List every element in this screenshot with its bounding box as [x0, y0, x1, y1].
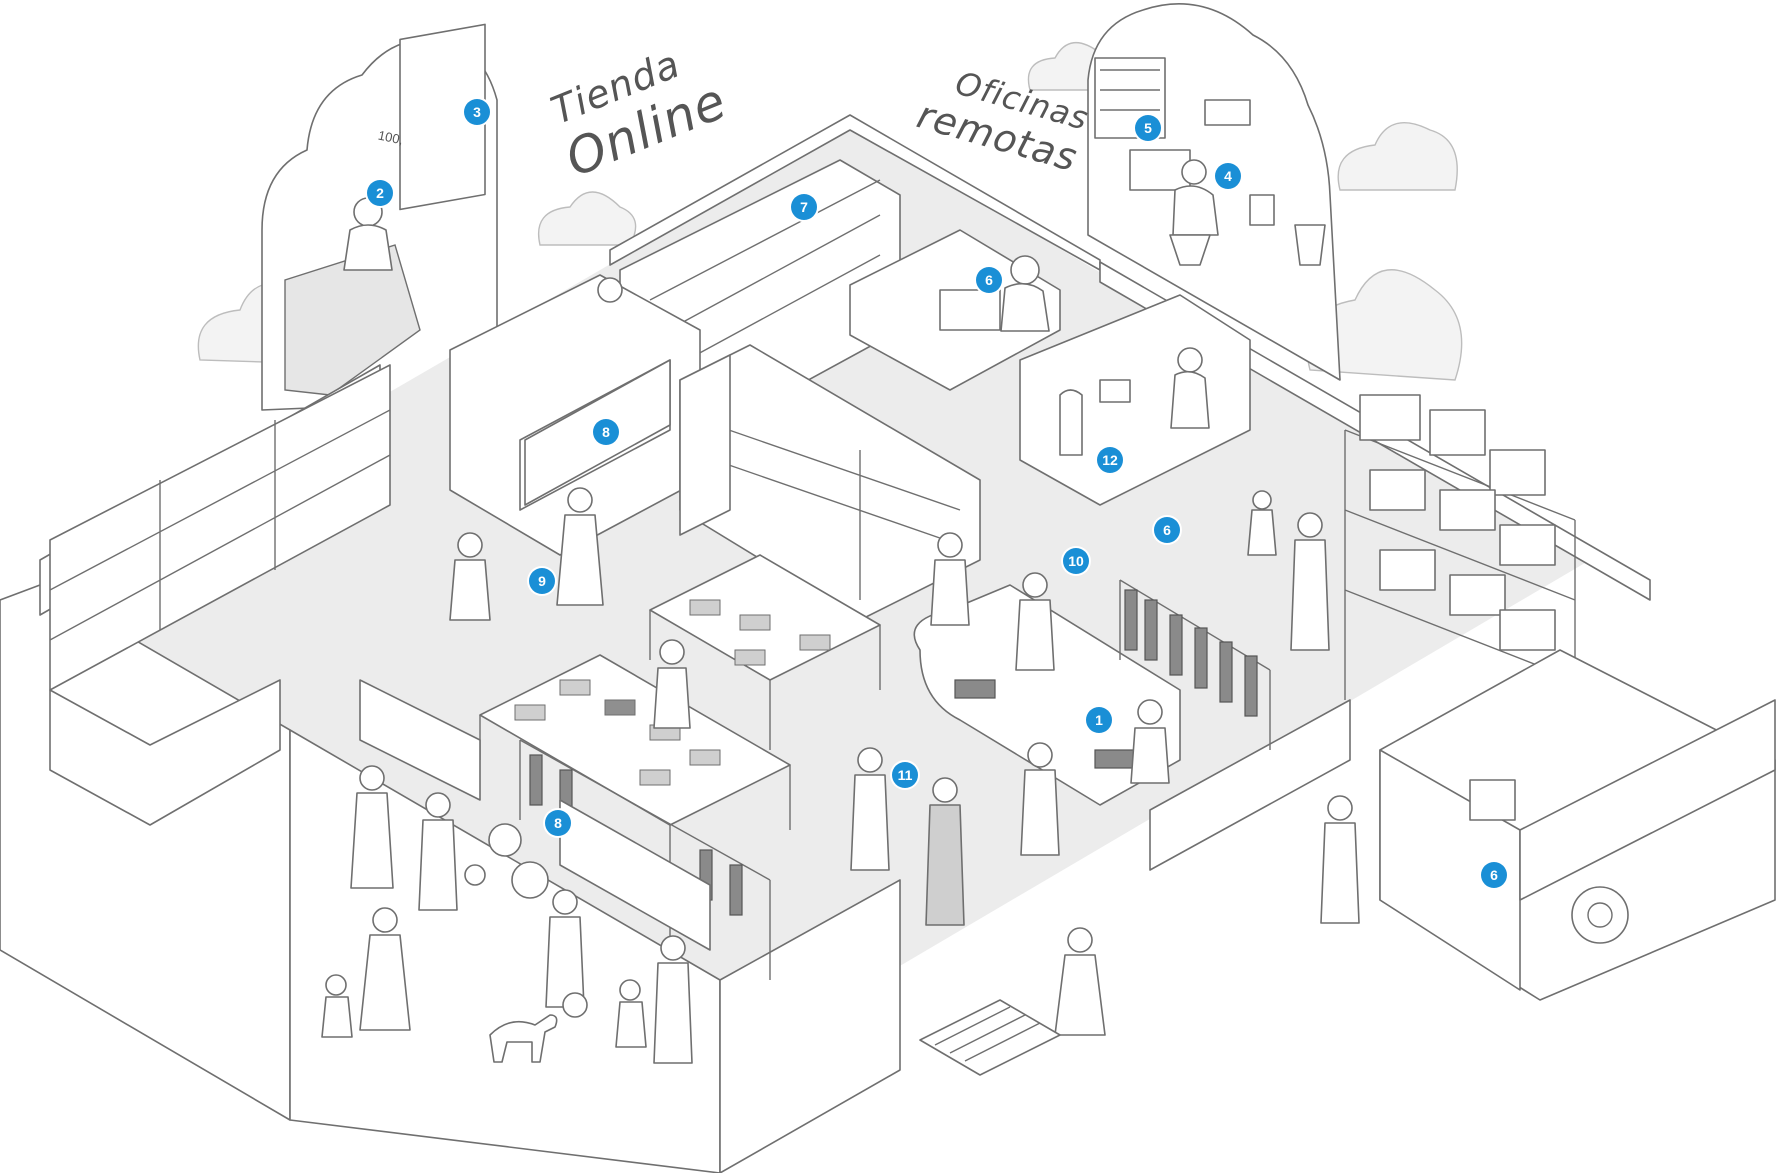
callout-marker-3[interactable]: 3 — [464, 99, 490, 125]
callout-marker-12[interactable]: 12 — [1097, 447, 1123, 473]
entrance-steps — [919, 999, 1061, 1076]
callout-marker-7[interactable]: 7 — [791, 194, 817, 220]
online-store-bubble — [261, 23, 498, 411]
balloon-decor — [464, 823, 588, 1018]
warehouse-shelves — [1344, 394, 1576, 700]
center-shelves — [679, 344, 981, 621]
callout-marker-9[interactable]: 9 — [529, 568, 555, 594]
tailoring-room — [1019, 294, 1251, 506]
people — [321, 487, 1360, 1064]
delivery-truck — [1379, 649, 1776, 1001]
clothes-racks — [519, 579, 1271, 980]
callout-marker-6-truck[interactable]: 6 — [1481, 862, 1507, 888]
callout-marker-11[interactable]: 11 — [892, 762, 918, 788]
callout-marker-10[interactable]: 10 — [1063, 548, 1089, 574]
callout-marker-8-window[interactable]: 8 — [545, 810, 571, 836]
callout-marker-1[interactable]: 1 — [1086, 707, 1112, 733]
callout-marker-5[interactable]: 5 — [1135, 115, 1161, 141]
dog-figure — [489, 1014, 558, 1063]
display-tables — [479, 554, 881, 940]
callout-marker-6-stockroom[interactable]: 6 — [1154, 517, 1180, 543]
callout-marker-8-fitting[interactable]: 8 — [593, 419, 619, 445]
shelving-left — [49, 364, 391, 826]
callout-marker-4[interactable]: 4 — [1215, 163, 1241, 189]
checkout-counter — [913, 584, 1181, 806]
callout-marker-6-office[interactable]: 6 — [976, 267, 1002, 293]
callout-marker-2[interactable]: 2 — [367, 180, 393, 206]
